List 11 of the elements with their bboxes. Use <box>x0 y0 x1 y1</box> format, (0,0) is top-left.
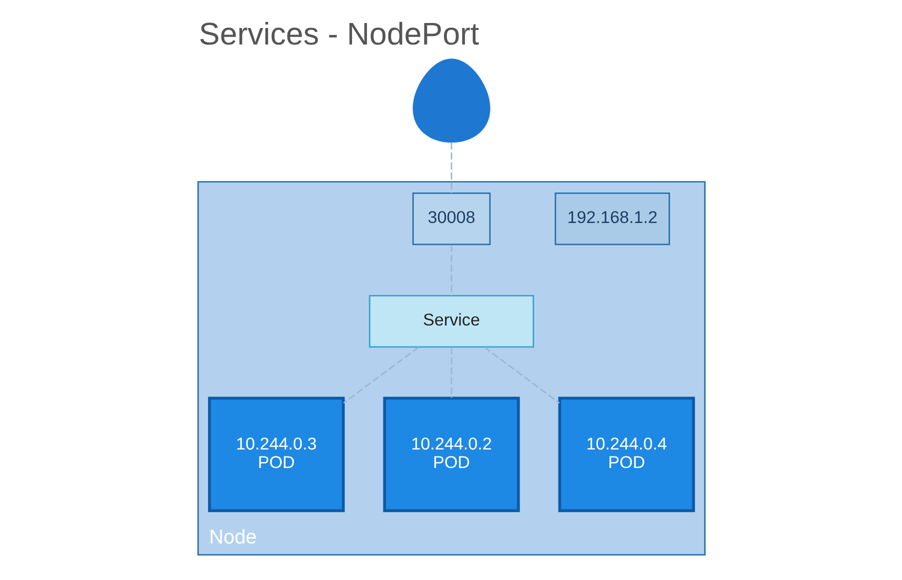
diagram-title: Services - NodePort <box>198 16 479 52</box>
node-box: 10.244.0.3 POD <box>208 396 344 512</box>
connector <box>342 346 418 404</box>
node-box: 10.244.0.2 POD <box>382 396 520 512</box>
connector <box>450 142 452 194</box>
node-person <box>412 58 490 143</box>
node-box: 192.168.1.2 <box>554 192 670 246</box>
node-box: 10.244.0.4 POD <box>558 396 694 512</box>
connector <box>484 346 560 404</box>
node-box: 30008 <box>412 192 490 246</box>
node-box: Service <box>368 294 534 348</box>
